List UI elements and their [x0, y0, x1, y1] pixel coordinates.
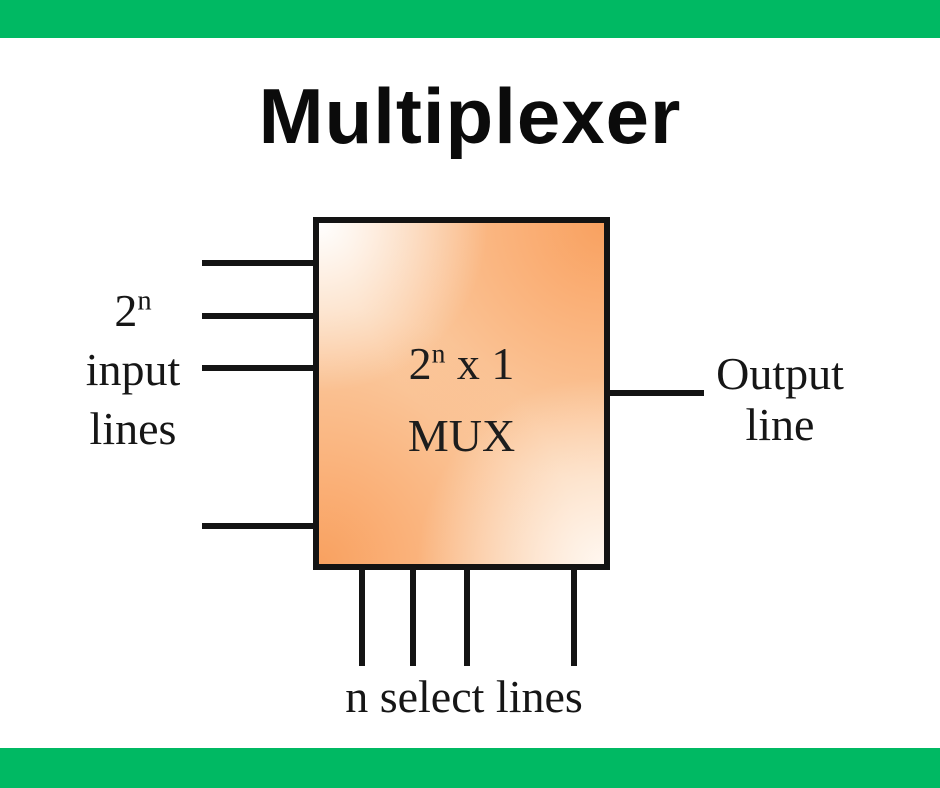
input-label-line-3: lines: [89, 403, 177, 454]
select-line-2: [410, 567, 416, 666]
input-line-3: [202, 365, 316, 371]
mux-box: 2n x 1 MUX: [313, 217, 610, 570]
output-label-line-2: line: [745, 399, 815, 450]
input-line-1: [202, 260, 316, 266]
input-line-4: [202, 523, 316, 529]
page-title: Multiplexer: [258, 72, 682, 160]
input-label-line-1: 2n: [114, 285, 152, 336]
select-line-4: [571, 567, 577, 666]
input-line-2: [202, 313, 316, 319]
input-label-line-2: input: [85, 344, 181, 395]
select-line-3: [464, 567, 470, 666]
input-lines-label: 2n input lines: [58, 281, 208, 458]
mux-box-label-size: 2n x 1: [408, 337, 515, 389]
mux-box-label-name: MUX: [407, 409, 516, 461]
select-line-1: [359, 567, 365, 666]
top-accent-bar: [0, 0, 940, 38]
output-label-line-1: Output: [716, 348, 844, 399]
bottom-accent-bar: [0, 748, 940, 788]
output-line: [607, 390, 704, 396]
select-lines-label: n select lines: [345, 671, 583, 722]
output-line-label: Output line: [700, 348, 860, 450]
